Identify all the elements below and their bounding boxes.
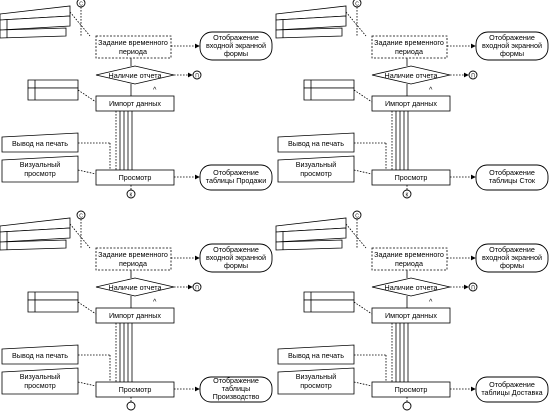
table-name-label-2: Производство bbox=[213, 392, 260, 401]
table-name-label: таблицы Сток bbox=[489, 176, 536, 185]
display-form-label-3: формы bbox=[224, 49, 248, 58]
connector-label: П bbox=[195, 74, 199, 80]
import-label: Импорт данных bbox=[109, 99, 161, 108]
visual-label: Визуальный bbox=[296, 160, 337, 169]
panel-delivery-text: Задание временного периода Отображение в… bbox=[288, 214, 543, 398]
connector-label: П bbox=[195, 286, 199, 292]
display-form-label-3: формы bbox=[500, 49, 524, 58]
panel-stock-text: Задание временного периода Отображение в… bbox=[288, 2, 542, 199]
time-period-label: Задание временного bbox=[98, 250, 168, 259]
table-name-label: таблицы Доставка bbox=[481, 388, 542, 397]
connector-top-label: С bbox=[79, 2, 83, 8]
view-label: Просмотр bbox=[119, 385, 152, 394]
connector-label: П bbox=[471, 286, 475, 292]
print-label: Вывод на печать bbox=[288, 351, 344, 360]
time-period-label: Задание временного bbox=[98, 38, 168, 47]
view-label: Просмотр bbox=[395, 173, 428, 182]
display-form-label-3: формы bbox=[224, 261, 248, 270]
report-exists-label: Наличие отчета bbox=[385, 283, 438, 292]
time-period-label-2: периода bbox=[119, 259, 147, 268]
print-label: Вывод на печать bbox=[12, 139, 68, 148]
display-form-label-2: входной экранной bbox=[206, 253, 266, 262]
connector-top-label: С bbox=[355, 2, 359, 8]
display-form-label: Отображение bbox=[489, 33, 535, 42]
time-period-label-2: периода bbox=[395, 47, 423, 56]
import-label: Импорт данных bbox=[109, 311, 161, 320]
connector-bottom-label: К bbox=[130, 193, 133, 199]
visual-label-2: просмотр bbox=[24, 381, 56, 390]
panel-sales-text: Задание временного периода Отображение в… bbox=[12, 2, 266, 199]
display-form-label-2: входной экранной bbox=[482, 41, 542, 50]
print-label: Вывод на печать bbox=[288, 139, 344, 148]
view-label: Просмотр bbox=[395, 385, 428, 394]
no-mark: ^ bbox=[153, 85, 157, 94]
time-period-label-2: периода bbox=[119, 47, 147, 56]
import-label: Импорт данных bbox=[385, 99, 437, 108]
print-label: Вывод на печать bbox=[12, 351, 68, 360]
display-form-label-3: формы bbox=[500, 261, 524, 270]
visual-label-2: просмотр bbox=[300, 169, 332, 178]
time-period-label-2: периода bbox=[395, 259, 423, 268]
no-mark: ^ bbox=[429, 85, 433, 94]
visual-label-2: просмотр bbox=[24, 169, 56, 178]
import-label: Импорт данных bbox=[385, 311, 437, 320]
connector-bottom-label: К bbox=[406, 193, 409, 199]
view-label: Просмотр bbox=[119, 173, 152, 182]
connector-top-label: С bbox=[355, 214, 359, 220]
display-form-label-2: входной экранной bbox=[482, 253, 542, 262]
time-period-label: Задание временного bbox=[374, 250, 444, 259]
connector-label: П bbox=[471, 74, 475, 80]
display-form-label: Отображение bbox=[213, 33, 259, 42]
display-table-label: Отображение bbox=[489, 380, 535, 389]
display-table-label: Отображение bbox=[489, 168, 535, 177]
visual-label-2: просмотр bbox=[300, 381, 332, 390]
display-form-label-2: входной экранной bbox=[206, 41, 266, 50]
display-table-label: Отображение bbox=[213, 376, 259, 385]
no-mark: ^ bbox=[153, 297, 157, 306]
table-name-label: таблицы Продажи bbox=[206, 176, 267, 185]
connector-top-label: С bbox=[79, 214, 83, 220]
display-form-label: Отображение bbox=[489, 245, 535, 254]
report-exists-label: Наличие отчета bbox=[109, 71, 162, 80]
visual-label: Визуальный bbox=[20, 160, 61, 169]
visual-label: Визуальный bbox=[296, 372, 337, 381]
report-exists-label: Наличие отчета bbox=[109, 283, 162, 292]
visual-label: Визуальный bbox=[20, 372, 61, 381]
display-table-label: Отображение bbox=[213, 168, 259, 177]
report-exists-label: Наличие отчета bbox=[385, 71, 438, 80]
time-period-label: Задание временного bbox=[374, 38, 444, 47]
table-name-label: таблицы bbox=[222, 384, 251, 393]
no-mark: ^ bbox=[429, 297, 433, 306]
panel-production-text: Задание временного периода Отображение в… bbox=[12, 214, 266, 402]
display-form-label: Отображение bbox=[213, 245, 259, 254]
